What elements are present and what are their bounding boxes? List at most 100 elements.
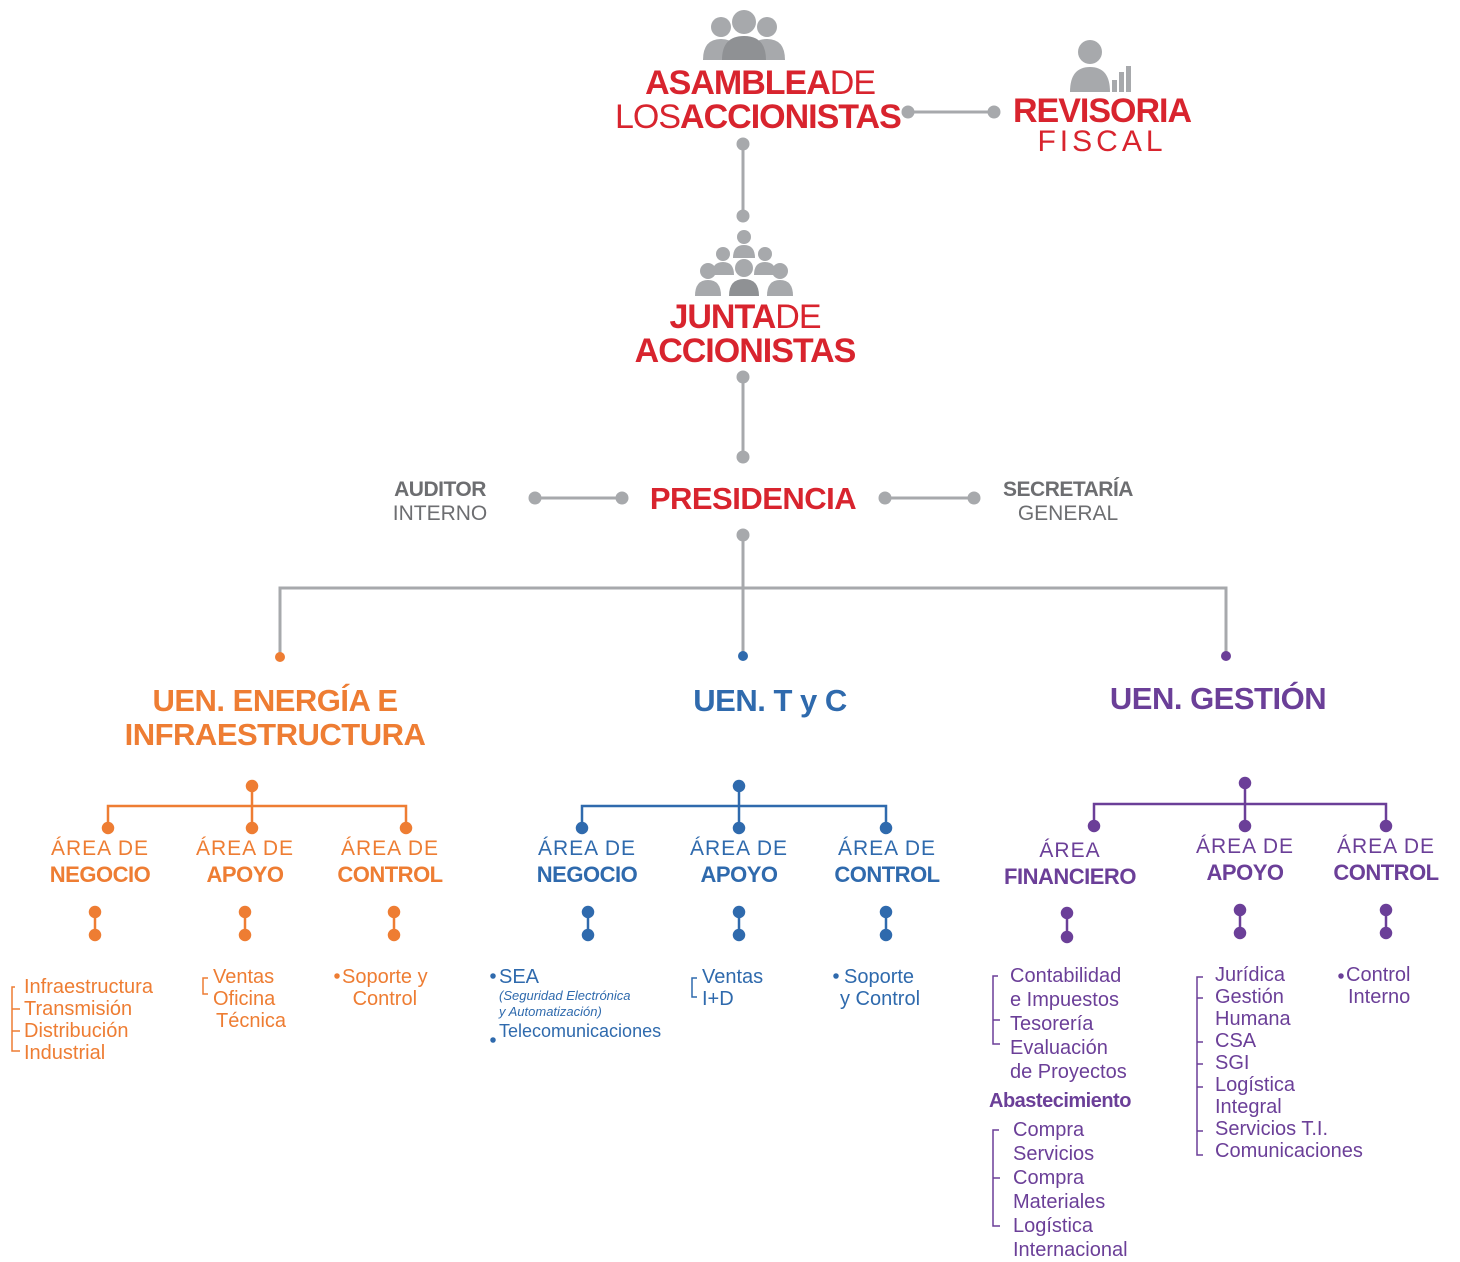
list-item: Integral xyxy=(1215,1096,1282,1118)
list-item: Gestión xyxy=(1215,986,1284,1008)
secretaria-node: SECRETARÍA GENERAL xyxy=(990,478,1146,526)
presidencia-node: PRESIDENCIA xyxy=(649,481,857,516)
asamblea-node: ASAMBLEADE LOSACCIONISTAS xyxy=(615,64,902,136)
list-item: Interno xyxy=(1348,986,1411,1008)
revisoria-node: REVISORIA FISCAL xyxy=(1012,92,1192,158)
list-item: Internacional xyxy=(1013,1239,1128,1261)
list-item: Compra xyxy=(1013,1167,1085,1189)
energia-title: UEN. ENERGÍA E INFRAESTRUCTURA xyxy=(100,684,450,752)
area-label-bottom: CONTROL xyxy=(1333,860,1439,885)
list-item: Oficina xyxy=(213,988,276,1010)
area-label-bottom: NEGOCIO xyxy=(536,862,638,887)
list-item: Contabilidad xyxy=(1010,965,1122,987)
energia-negocio-list: Infraestructura Transmisión Distribución… xyxy=(24,976,153,1064)
junta-light1: DE xyxy=(775,298,821,336)
list-item: Jurídica xyxy=(1215,964,1286,986)
area-label-top: ÁREA DE xyxy=(837,837,937,860)
list-item: Infraestructura xyxy=(24,976,153,998)
list-item: Tesorería xyxy=(1010,1013,1094,1035)
gestion-area-apoyo: ÁREA DE APOYO xyxy=(1175,834,1315,886)
list-item: Distribución xyxy=(24,1020,129,1042)
tyc-area-control: ÁREA DE CONTROL xyxy=(817,836,957,888)
businessman-chart-icon xyxy=(1070,40,1131,92)
gestion-abastecimiento-heading: Abastecimiento xyxy=(989,1090,1131,1112)
area-label-top: ÁREA DE xyxy=(50,837,150,860)
energia-control-list: Soporte y Control xyxy=(342,966,428,1010)
area-label-bottom: CONTROL xyxy=(834,862,940,887)
area-label-top: ÁREA xyxy=(1039,839,1101,862)
gestion-area-financiero: ÁREA FINANCIERO xyxy=(990,838,1150,890)
area-label-top: ÁREA DE xyxy=(1336,835,1436,858)
revisoria-light: FISCAL xyxy=(1037,125,1167,158)
tyc-area-apoyo: ÁREA DE APOYO xyxy=(669,836,809,888)
energia-area-negocio: ÁREA DE NEGOCIO xyxy=(30,836,170,888)
energia-connectors xyxy=(11,779,413,1052)
tyc-negocio-list: SEA (Seguridad Electrónica y Automatizac… xyxy=(499,966,661,1042)
list-item: Industrial xyxy=(24,1042,106,1064)
area-label-top: ÁREA DE xyxy=(340,837,440,860)
auditor-node: AUDITOR INTERNO xyxy=(378,478,502,526)
gestion-title: UEN. GESTIÓN xyxy=(1109,681,1327,716)
list-item: Ventas xyxy=(702,966,764,988)
junta-bold1: JUNTA xyxy=(669,298,776,336)
tyc-apoyo-list: Ventas I+D xyxy=(702,966,763,1010)
gestion-connectors xyxy=(992,776,1393,1227)
secretaria-bold: SECRETARÍA xyxy=(1003,478,1133,501)
junta-bold2: ACCIONISTAS xyxy=(634,332,857,370)
list-item: Control xyxy=(1346,964,1411,986)
list-item: Servicios T.I. xyxy=(1215,1118,1328,1140)
list-item: de Proyectos xyxy=(1010,1061,1127,1083)
area-label-bottom: FINANCIERO xyxy=(1004,864,1136,889)
area-label-bottom: APOYO xyxy=(700,862,778,887)
tyc-connectors xyxy=(490,779,893,1043)
asamblea-bold1: ASAMBLEA xyxy=(645,64,831,102)
revisoria-bold: REVISORIA xyxy=(1012,92,1192,130)
area-label-bottom: APOYO xyxy=(1206,860,1284,885)
energia-area-control: ÁREA DE CONTROL xyxy=(320,836,460,888)
list-item-note: y Automatización) xyxy=(499,1004,602,1019)
list-item: Materiales xyxy=(1013,1191,1106,1213)
list-item: Logística xyxy=(1215,1074,1296,1096)
asamblea-light2: LOS xyxy=(615,98,681,136)
area-label-bottom: NEGOCIO xyxy=(49,862,151,887)
auditor-bold: AUDITOR xyxy=(394,478,486,501)
tyc-title: UEN. T y C xyxy=(693,683,847,718)
list-item-note: (Seguridad Electrónica xyxy=(499,988,631,1003)
gestion-financiero-list: Contabilidad e Impuestos Tesorería Evalu… xyxy=(1010,964,1127,1084)
list-item: Técnica xyxy=(216,1010,287,1032)
list-item: Telecomunicaciones xyxy=(499,1021,662,1041)
area-label-top: ÁREA DE xyxy=(537,837,637,860)
asamblea-bold2: ACCIONISTAS xyxy=(680,98,902,136)
area-label-top: ÁREA DE xyxy=(1195,835,1295,858)
list-item: Soporte y xyxy=(342,966,428,988)
list-item: Compra xyxy=(1013,1119,1085,1141)
list-item: SEA xyxy=(499,966,540,988)
gestion-apoyo-list: Jurídica Gestión Humana CSA SGI Logístic… xyxy=(1215,964,1363,1162)
list-item: Soporte xyxy=(844,966,915,988)
area-label-top: ÁREA DE xyxy=(195,837,295,860)
auditor-light: INTERNO xyxy=(392,502,488,525)
list-item: e Impuestos xyxy=(1010,989,1119,1011)
gestion-abastecimiento-list: Compra Servicios Compra Materiales Logís… xyxy=(1013,1118,1128,1262)
gestion-control-list: Control Interno xyxy=(1346,964,1410,1008)
area-label-bottom: APOYO xyxy=(206,862,284,887)
list-item: Humana xyxy=(1215,1008,1291,1030)
list-item: Transmisión xyxy=(24,998,133,1020)
list-item: Control xyxy=(352,988,418,1010)
list-item: Servicios xyxy=(1013,1143,1095,1165)
tyc-area-negocio: ÁREA DE NEGOCIO xyxy=(517,836,657,888)
list-item: Comunicaciones xyxy=(1215,1140,1363,1162)
list-item: y Control xyxy=(840,988,921,1010)
group-people-icon xyxy=(703,10,785,60)
tyc-control-list: Soporte y Control xyxy=(840,966,920,1010)
energia-area-apoyo: ÁREA DE APOYO xyxy=(175,836,315,888)
area-label-bottom: CONTROL xyxy=(337,862,443,887)
list-item: Logística xyxy=(1013,1215,1094,1237)
energia-apoyo-list: Ventas Oficina Técnica xyxy=(213,966,286,1032)
gestion-area-control: ÁREA DE CONTROL xyxy=(1316,834,1456,886)
secretaria-light: GENERAL xyxy=(1017,502,1119,525)
list-item: Evaluación xyxy=(1010,1037,1108,1059)
energia-title-line2: INFRAESTRUCTURA xyxy=(124,717,426,752)
junta-node: JUNTADE ACCIONISTAS xyxy=(620,300,870,368)
